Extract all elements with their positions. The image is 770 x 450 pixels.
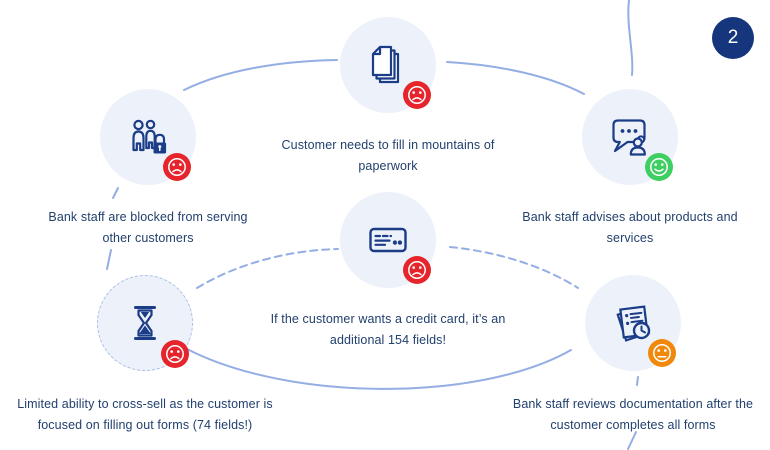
happy-face-badge	[645, 153, 673, 181]
neutral-face-badge	[648, 339, 676, 367]
people-lock-icon	[132, 119, 167, 154]
tick-above-reviews-label	[636, 376, 639, 386]
connector-top-to-right	[446, 61, 585, 95]
node-paperwork	[340, 17, 436, 113]
step-number-badge: 2	[712, 17, 754, 59]
step-number: 2	[727, 27, 739, 48]
node-blocked-staff	[100, 89, 196, 185]
connector-top-edge	[627, 0, 634, 76]
connector-dashed-right	[449, 246, 579, 289]
connector-left-to-top	[183, 59, 338, 91]
label-cross-sell: Limited ability to cross-sell as the cus…	[17, 397, 273, 432]
chat-person-icon	[612, 119, 646, 156]
label-reviews: Bank staff reviews documentation after t…	[512, 397, 754, 432]
label-paperwork: Customer needs to fill in mountains of p…	[281, 138, 495, 173]
credit-card-icon	[369, 227, 407, 253]
sad-face-badge	[163, 153, 191, 181]
tick-below-reviews-label	[627, 431, 637, 450]
stacked-papers-icon	[371, 45, 400, 84]
sad-face-badge	[403, 256, 431, 284]
label-blocked-staff: Bank staff are blocked from serving othe…	[48, 210, 248, 245]
sad-face-badge	[161, 340, 189, 368]
document-clock-icon	[616, 305, 651, 342]
label-credit-card: If the customer wants a credit card, it’…	[270, 312, 506, 347]
node-credit-card	[340, 192, 436, 288]
node-advises	[582, 89, 678, 185]
tick-below-blocked-label	[106, 249, 112, 270]
tick-below-blocked-circle	[112, 187, 119, 199]
node-reviews	[585, 275, 681, 371]
hourglass-icon	[134, 306, 156, 340]
label-advises: Bank staff advises about products and se…	[522, 210, 738, 245]
connector-bottom-arc	[186, 348, 572, 390]
sad-face-badge	[403, 81, 431, 109]
node-cross-sell	[97, 275, 193, 371]
connector-dashed-left	[196, 248, 339, 289]
